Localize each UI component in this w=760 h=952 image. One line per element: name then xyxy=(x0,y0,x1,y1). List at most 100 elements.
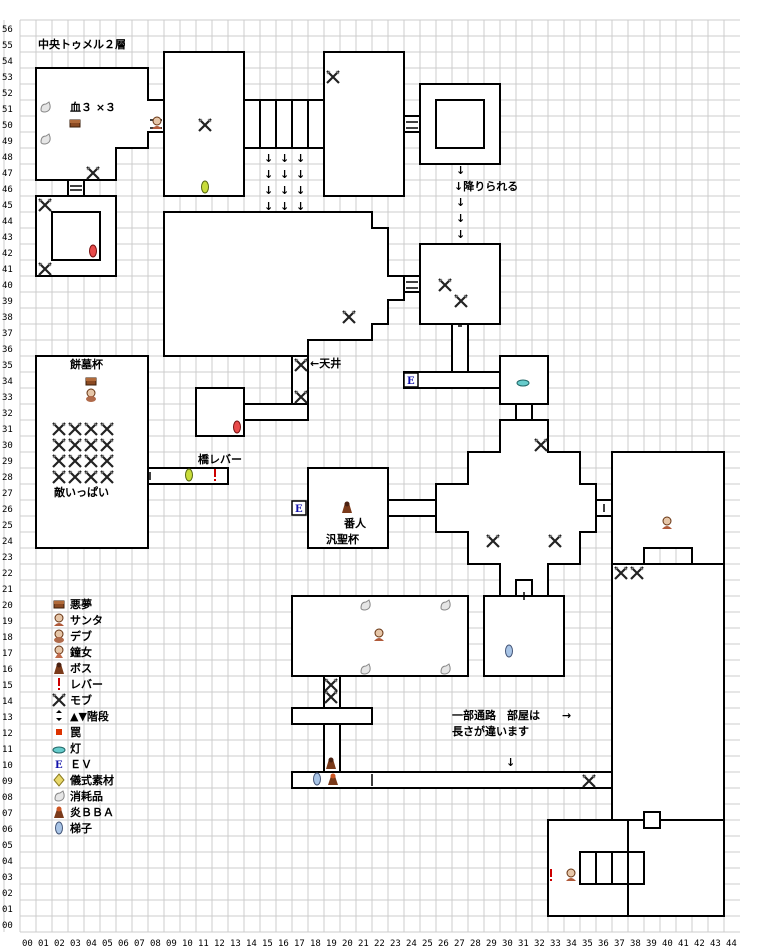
ladder-icon xyxy=(55,821,63,835)
col-number: 09 xyxy=(166,939,177,949)
legend-label: サンタ xyxy=(70,614,103,627)
santa-icon xyxy=(152,116,162,129)
legend-label: 灯 xyxy=(70,741,81,755)
row-number: 39 xyxy=(2,297,13,307)
svg-text:↓: ↓ xyxy=(456,196,465,209)
col-number: 22 xyxy=(374,939,385,949)
ritual-green-icon xyxy=(185,468,193,482)
row-number: 25 xyxy=(2,521,13,531)
label-cup1: 餅墓杯 xyxy=(69,357,104,371)
legend-label: モブ xyxy=(70,693,92,707)
boss-icon xyxy=(54,662,64,674)
row-number: 36 xyxy=(2,345,13,355)
ritual-green-icon xyxy=(201,180,209,194)
mob-icon xyxy=(100,438,114,452)
corridor-t xyxy=(291,707,373,725)
mob-icon xyxy=(84,454,98,468)
mob-icon xyxy=(52,422,66,436)
chest-icon xyxy=(53,600,65,609)
mob-icon xyxy=(630,566,644,580)
room-lower-ladder xyxy=(483,595,565,677)
row-number: 28 xyxy=(2,473,13,483)
col-number: 43 xyxy=(710,939,721,949)
legend-label: 消耗品 xyxy=(70,789,103,803)
stairs-icon xyxy=(56,710,62,721)
mob-icon xyxy=(68,470,82,484)
svg-text:↓: ↓ xyxy=(280,152,289,165)
svg-text:E: E xyxy=(295,504,303,515)
conn-lever-room xyxy=(243,403,309,421)
red-gem-icon xyxy=(89,244,97,258)
mob-icon xyxy=(68,422,82,436)
col-number: 10 xyxy=(182,939,193,949)
legend-label: 鐘女 xyxy=(70,645,92,659)
label-guard: 番人 xyxy=(343,516,367,530)
col-number: 02 xyxy=(54,939,65,949)
col-number: 19 xyxy=(326,939,337,949)
label-descend: ↓降りられる xyxy=(454,179,518,193)
col-number: 21 xyxy=(358,939,369,949)
stairs-lines xyxy=(259,100,645,885)
label-lever-bridge: 橋レバー xyxy=(198,452,242,466)
col-number: 26 xyxy=(438,939,449,949)
col-number: 25 xyxy=(422,939,433,949)
svg-text:↓: ↓ xyxy=(280,184,289,197)
row-number: 06 xyxy=(2,825,13,835)
conn-guard-cross xyxy=(387,499,437,517)
row-number: 45 xyxy=(2,201,13,211)
col-number: 41 xyxy=(678,939,689,949)
mob-icon xyxy=(294,358,308,372)
col-number: 07 xyxy=(134,939,145,949)
svg-text:E: E xyxy=(407,376,415,387)
col-number: 00 xyxy=(22,939,33,949)
corridor-bottom-long xyxy=(291,771,613,789)
legend-label: 罠 xyxy=(70,726,81,739)
col-number: 34 xyxy=(566,939,577,949)
row-number: 00 xyxy=(2,921,13,931)
mob-icon xyxy=(534,438,548,452)
svg-text:↓: ↓ xyxy=(296,168,305,181)
conn-lamp-cross xyxy=(515,403,533,421)
row-number: 42 xyxy=(2,249,13,259)
row-number: 23 xyxy=(2,553,13,563)
connector-layer xyxy=(67,115,661,829)
row-number: 56 xyxy=(2,25,13,35)
row-number: 46 xyxy=(2,185,13,195)
mob-icon xyxy=(52,693,66,707)
row-number: 07 xyxy=(2,809,13,819)
mob-icon xyxy=(342,310,356,324)
row-number: 51 xyxy=(2,105,13,115)
mob-icon xyxy=(294,390,308,404)
lamp-icon xyxy=(516,379,530,387)
santa-icon xyxy=(566,868,576,881)
col-number: 32 xyxy=(534,939,545,949)
santa-icon xyxy=(662,516,672,529)
conn-central-right xyxy=(403,275,421,293)
col-number: 05 xyxy=(102,939,113,949)
icons-layer: EE xyxy=(38,70,672,881)
col-number: 37 xyxy=(614,939,625,949)
label-enemies-full: 敵いっぱい xyxy=(54,485,109,499)
fire-bba-icon xyxy=(328,773,338,785)
svg-text:E: E xyxy=(55,760,63,771)
consumable-icon xyxy=(360,663,371,675)
mob-icon xyxy=(84,470,98,484)
row-number: 11 xyxy=(2,745,13,755)
mob-icon xyxy=(326,70,340,84)
conn-tl-square xyxy=(67,179,85,197)
consumable-icon xyxy=(440,663,451,675)
col-number: 24 xyxy=(406,939,417,949)
svg-text:↓: ↓ xyxy=(264,168,273,181)
svg-text:↓: ↓ xyxy=(456,228,465,241)
bell-woman-icon xyxy=(54,645,64,658)
label-note-1: 一部通路 部屋は → xyxy=(452,708,571,722)
room-cross xyxy=(435,419,597,597)
row-number: 10 xyxy=(2,761,13,771)
row-number: 47 xyxy=(2,169,13,179)
consumable-icon xyxy=(54,790,65,802)
mob-icon xyxy=(100,454,114,468)
mob-icon xyxy=(38,198,52,212)
mob-icon xyxy=(100,422,114,436)
row-number: 43 xyxy=(2,233,13,243)
